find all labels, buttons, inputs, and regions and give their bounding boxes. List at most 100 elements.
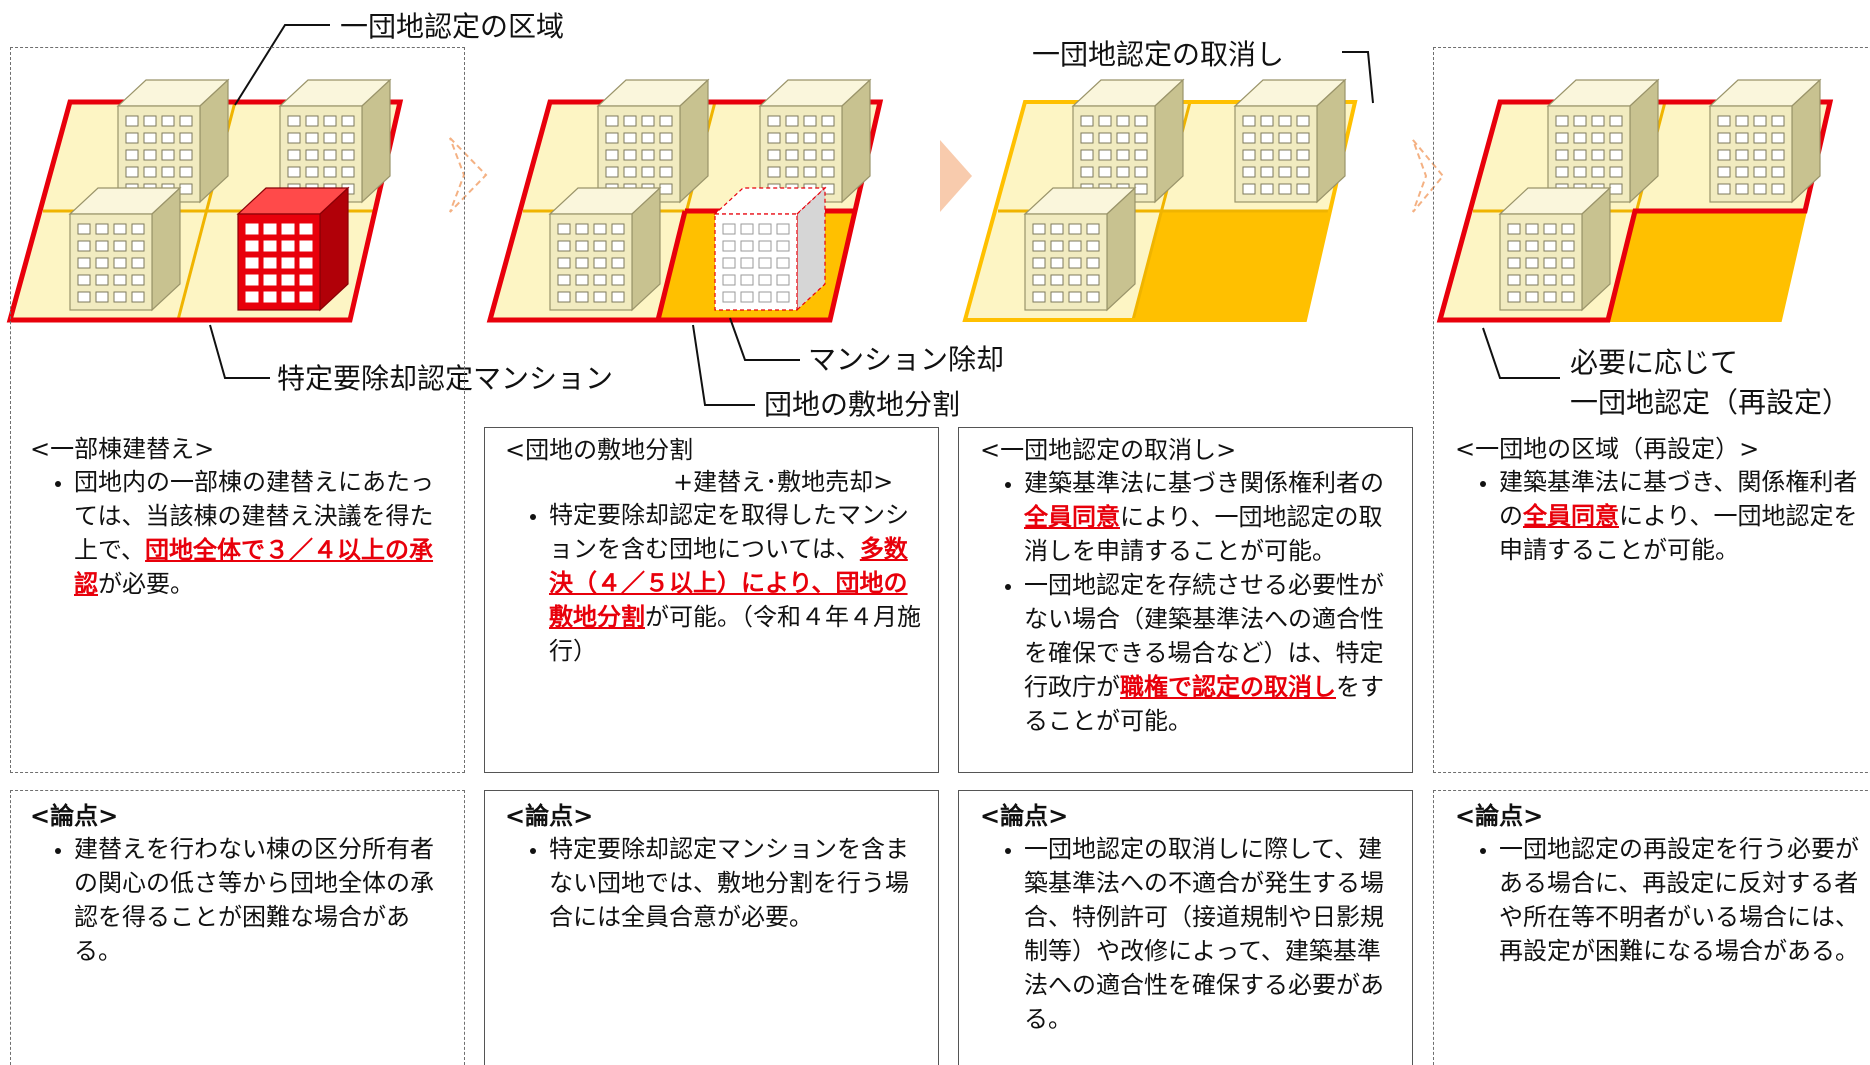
window <box>245 240 259 252</box>
window <box>722 274 736 286</box>
window <box>821 149 835 161</box>
panel-2-issues-text: <論点> 特定要除却認定マンションを含まない団地では、敷地分割を行う場合には全員… <box>505 800 925 934</box>
window <box>1717 183 1731 195</box>
panel-2-issue-list: 特定要除却認定マンションを含まない団地では、敷地分割を行う場合には全員合意が必要… <box>505 832 925 934</box>
window <box>1278 166 1292 178</box>
window <box>1242 183 1256 195</box>
window <box>776 223 790 235</box>
window <box>1591 166 1605 178</box>
window <box>281 291 295 303</box>
window <box>1296 115 1310 127</box>
window <box>593 291 607 303</box>
panel-3-issue-title: <論点> <box>980 802 1069 830</box>
window <box>131 240 145 252</box>
emphasis-text: 職権で認定の取消し <box>1120 673 1336 701</box>
window <box>263 223 277 235</box>
window <box>1068 274 1082 286</box>
window <box>1771 149 1785 161</box>
bullet-item: 一団地認定を存続させる必要性がない場合（建築基準法への適合性を確保できる場合など… <box>1024 568 1400 738</box>
window <box>179 132 193 144</box>
window <box>113 274 127 286</box>
window <box>113 291 127 303</box>
window <box>1080 166 1094 178</box>
window <box>659 132 673 144</box>
window <box>125 166 139 178</box>
panel-1-issues-text: <論点> 建替えを行わない棟の区分所有者の関心の低さ等から団地全体の承認を得るこ… <box>30 800 450 968</box>
window <box>776 274 790 286</box>
window <box>1098 149 1112 161</box>
window <box>305 166 319 178</box>
panel-3-issue-list: 一団地認定の取消しに際して、建築基準法への不適合が発生する場合、特例許可（接道規… <box>980 832 1400 1036</box>
window <box>299 291 313 303</box>
window <box>161 166 175 178</box>
window <box>1507 274 1521 286</box>
window <box>143 115 157 127</box>
window <box>821 166 835 178</box>
window <box>323 166 337 178</box>
panel-4-issues-text: <論点> 一団地認定の再設定を行う必要がある場合に、再設定に反対する者や所在等不… <box>1455 800 1865 968</box>
window <box>131 257 145 269</box>
window <box>1771 166 1785 178</box>
window <box>95 223 109 235</box>
window <box>593 223 607 235</box>
window <box>1591 115 1605 127</box>
window <box>1086 257 1100 269</box>
window <box>1591 132 1605 144</box>
window <box>305 132 319 144</box>
window <box>263 257 277 269</box>
window <box>1296 132 1310 144</box>
window <box>1561 240 1575 252</box>
window <box>1296 166 1310 178</box>
window <box>1561 291 1575 303</box>
window <box>1068 240 1082 252</box>
window <box>1080 132 1094 144</box>
window <box>1050 274 1064 286</box>
window <box>722 223 736 235</box>
window <box>1134 183 1148 195</box>
window <box>1050 223 1064 235</box>
window <box>740 240 754 252</box>
window <box>623 115 637 127</box>
window <box>611 274 625 286</box>
panel-1-text: <一部棟建替え> 団地内の一部棟の建替えにあたっては、当該棟の建替え決議を得た上… <box>30 433 450 601</box>
window <box>1242 166 1256 178</box>
window <box>776 240 790 252</box>
panel-2-description <box>484 427 939 773</box>
window <box>1032 240 1046 252</box>
window <box>776 257 790 269</box>
window <box>1278 183 1292 195</box>
window <box>611 291 625 303</box>
window <box>1591 149 1605 161</box>
window <box>593 274 607 286</box>
window <box>1032 274 1046 286</box>
window <box>557 291 571 303</box>
leader-line-division <box>692 324 755 406</box>
window <box>1116 115 1130 127</box>
window <box>77 257 91 269</box>
window <box>758 223 772 235</box>
orange-parcel <box>1133 211 1330 320</box>
window <box>1134 132 1148 144</box>
window <box>1116 149 1130 161</box>
label-reset-line2: 一団地認定（再設定） <box>1570 386 1851 419</box>
window <box>1134 115 1148 127</box>
window <box>245 291 259 303</box>
window <box>803 132 817 144</box>
window <box>1086 240 1100 252</box>
window <box>821 115 835 127</box>
panel-4-issue-title: <論点> <box>1455 802 1544 830</box>
window <box>77 223 91 235</box>
panel-1-description <box>10 47 465 773</box>
window <box>1771 132 1785 144</box>
bullet-item: 団地内の一部棟の建替えにあたっては、当該棟の建替え決議を得た上で、団地全体で３／… <box>74 465 450 601</box>
panel-4-header: <一団地の区域（再設定）> <box>1455 435 1760 463</box>
leader-line-cancellation <box>1342 51 1374 104</box>
window <box>611 240 625 252</box>
panel-1-issue-title: <論点> <box>30 802 119 830</box>
window <box>1543 274 1557 286</box>
window <box>1086 274 1100 286</box>
window <box>1717 132 1731 144</box>
window <box>1098 166 1112 178</box>
window <box>803 166 817 178</box>
